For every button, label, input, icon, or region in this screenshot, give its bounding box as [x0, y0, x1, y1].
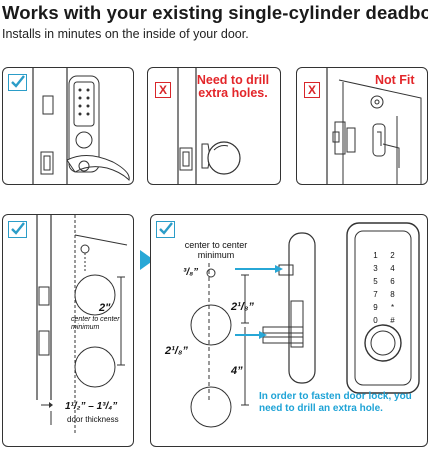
check-icon	[8, 74, 27, 91]
keypad-key: *	[390, 303, 395, 312]
note-need-drill: Need to drill extra holes.	[196, 73, 270, 100]
dim-door-thickness: 1¹/₂” – 1³/₄”	[65, 401, 118, 412]
mortise-lock-drawing	[326, 68, 422, 184]
keypad-key: 0	[373, 316, 378, 325]
keypad-key: 9	[373, 303, 378, 312]
note-drill-extra-hole: In order to fasten door lock, you need t…	[259, 391, 412, 414]
keypad-key: 2	[390, 251, 395, 260]
label-center-to-center: center to center minimum	[184, 240, 248, 260]
x-icon: X	[155, 82, 171, 98]
note-not-fit: Not Fit	[375, 73, 415, 87]
page-title: Works with your existing single-cylinder…	[2, 2, 428, 23]
x-icon: X	[304, 82, 320, 98]
panel-door-dimensions: 2" center to center minimum 1¹/₂” – 1³/₄…	[2, 214, 134, 447]
keypad-key: 7	[373, 290, 378, 299]
check-icon	[156, 221, 175, 238]
knob-lock-drawing	[177, 68, 241, 184]
label-door-thickness: door thickness	[67, 415, 119, 424]
dim-three-eighths: ³/₈”	[183, 267, 199, 278]
dim-upper-two-one-eighth: 2¹/₈”	[231, 301, 254, 313]
check-icon	[8, 221, 27, 238]
door-dimension-drawing	[36, 215, 128, 435]
keypad-key: 6	[390, 277, 395, 286]
panel-knob-needs-holes: X Need to drill extra holes.	[147, 67, 281, 185]
dim-two-inch: 2"	[99, 302, 111, 314]
keypad-key: 4	[390, 264, 395, 273]
keypad-key: 8	[390, 290, 395, 299]
keypad-key: #	[390, 316, 395, 325]
keypad-key: 3	[373, 264, 378, 273]
panel-drill-extra-hole: center to center minimum ³/₈” 2¹/₈” 2¹/₈…	[150, 214, 428, 447]
lever-lock-drawing	[32, 68, 130, 184]
page-subtitle: Installs in minutes on the inside of you…	[2, 27, 249, 41]
label-center-to-center: center to center minimum	[71, 316, 120, 331]
dim-four-inch: 4”	[231, 365, 243, 377]
keypad-key: 1	[373, 251, 378, 260]
extra-hole-drawing	[190, 222, 420, 428]
panel-not-fit: X Not Fit	[296, 67, 428, 185]
dim-left-two-one-eighth: 2¹/₈”	[165, 345, 188, 357]
keypad: 1 2 3 4 5 6 7 8 9 * 0 #	[367, 251, 401, 325]
keypad-key: 5	[373, 277, 378, 286]
panel-compatible-lever	[2, 67, 134, 185]
